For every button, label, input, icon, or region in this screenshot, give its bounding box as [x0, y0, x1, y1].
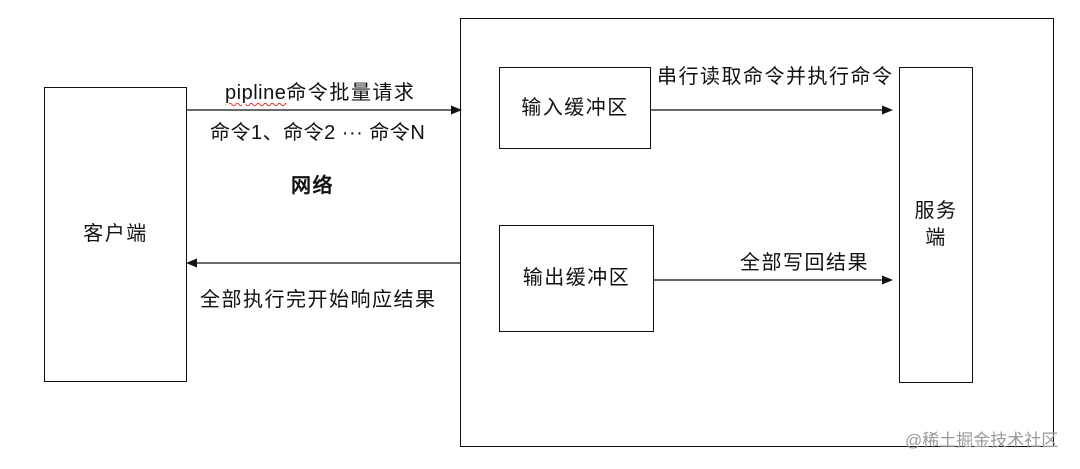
- network-label: 网络: [291, 175, 334, 197]
- client-box: 客户端: [44, 87, 187, 382]
- request-label-rest: 命令批量请求: [286, 82, 416, 104]
- request-label: pipline命令批量请求: [225, 81, 415, 105]
- response-label: 全部执行完开始响应结果: [200, 289, 437, 311]
- response-arrow: [186, 258, 460, 268]
- read-execute-label: 串行读取命令并执行命令: [657, 66, 894, 88]
- request-arrow: [187, 105, 462, 115]
- input-buffer-label: 输入缓冲区: [521, 96, 629, 119]
- read-execute-arrow: [651, 105, 893, 115]
- client-label: 客户端: [83, 223, 148, 245]
- output-buffer-box: 输出缓冲区: [499, 225, 654, 332]
- write-back-arrow: [654, 275, 893, 285]
- write-back-label: 全部写回结果: [740, 252, 869, 274]
- input-buffer-box: 输入缓冲区: [499, 67, 651, 149]
- request-label-word: pipline: [225, 82, 287, 104]
- server-box: 服务端: [899, 67, 973, 383]
- request-commands-label: 命令1、命令2 ··· 命令N: [210, 122, 426, 144]
- server-label: 服务端: [914, 200, 958, 249]
- watermark: @稀土掘金技术社区: [905, 431, 1059, 450]
- output-buffer-label: 输出缓冲区: [522, 267, 631, 289]
